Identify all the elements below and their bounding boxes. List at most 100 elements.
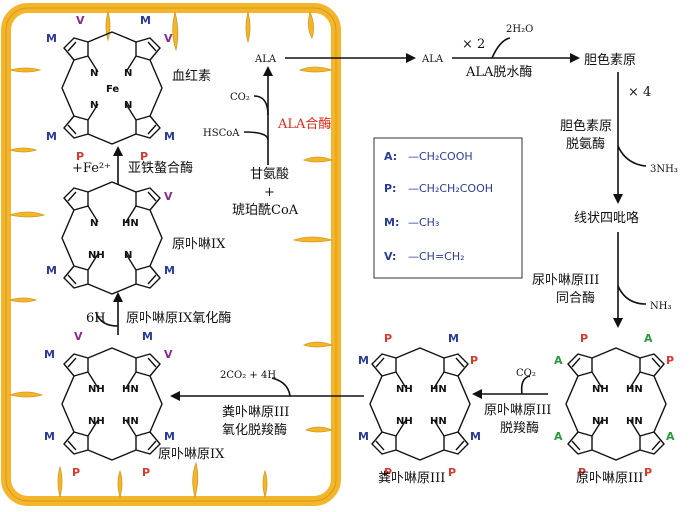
arrow-hscoa <box>243 131 269 141</box>
substituent-m: M <box>470 430 481 443</box>
pbg-deaminase-label-1: 胆色素原 <box>560 118 612 134</box>
substituent-m: M <box>448 332 459 345</box>
coproporphyrinogen-label: 粪卟啉原III <box>378 471 445 486</box>
proto-ix-label: 原卟啉IX <box>172 237 226 252</box>
times2-label: × 2 <box>462 37 485 52</box>
atom-nh: NH <box>396 416 413 427</box>
legend-key-a: A: <box>384 150 397 163</box>
substituent-m: M <box>164 264 175 277</box>
substituent-m: M <box>44 430 55 443</box>
nh3-label: NH₃ <box>650 301 671 312</box>
times4-label: × 4 <box>628 85 651 100</box>
co2-4h-label: 2CO₂ + 4H <box>220 370 276 381</box>
legend-value-a: —CH₂COOH <box>408 150 473 163</box>
hscoa-label: HSCoA <box>203 128 240 139</box>
atom-n: N <box>124 68 132 79</box>
arrow-6h <box>95 311 119 327</box>
uroporphyrinogen-label: 原卟啉原III <box>576 471 643 486</box>
arrow-3nh3 <box>617 145 647 167</box>
six-h-label: 6H <box>86 311 106 326</box>
uro-decarboxylase-label-2: 脱羧酶 <box>500 420 539 436</box>
atom-hn: HN <box>626 384 643 395</box>
atom-hn: HN <box>430 384 447 395</box>
substituent-m: M <box>46 130 57 143</box>
uro-cosynthase-label-2: 同合酶 <box>556 290 595 306</box>
copro-oxidase-label-1: 粪卟啉原III <box>222 405 289 420</box>
pbg-deaminase-label-2: 脱氨酶 <box>566 136 605 152</box>
atom-hn: HN <box>122 218 139 229</box>
substituent-m: M <box>44 348 55 361</box>
uro-decarboxylase-label-1: 原卟啉原III <box>484 403 551 418</box>
substituent-p: P <box>384 332 392 345</box>
atom-n: N <box>90 218 98 229</box>
copro-oxidase-label-2: 氧化脱羧酶 <box>222 422 287 438</box>
substituent-p: P <box>448 466 456 479</box>
coproporphyrinogen-iii-structure: NH HN NH HN P M M P M M P P <box>358 332 481 479</box>
atom-nh: NH <box>396 384 413 395</box>
substituent-p: P <box>666 354 674 367</box>
substituent-p: P <box>384 466 392 479</box>
substituent-m: M <box>46 264 57 277</box>
legend-key-m: M: <box>384 216 399 229</box>
co2-inside-label: CO₂ <box>230 92 250 103</box>
substituent-p: P <box>644 466 652 479</box>
substituent-p: P <box>72 466 80 479</box>
protogen-ix-label: 原卟啉原IX <box>158 447 225 462</box>
substituent-v: V <box>74 330 83 343</box>
substituent-a: A <box>554 354 563 367</box>
atom-hn: HN <box>122 416 139 427</box>
atom-hn: HN <box>430 416 447 427</box>
substituent-p: P <box>580 332 588 345</box>
atom-nh: NH <box>88 416 105 427</box>
atom-nh: NH <box>592 416 609 427</box>
linear-tetrapyrrole-label: 线状四吡咯 <box>574 211 639 226</box>
arrow-2co2-4h <box>271 377 291 397</box>
heme-structure: N N N N Fe V M M V M M P P <box>46 14 175 163</box>
atom-nh: NH <box>88 384 105 395</box>
substituent-v: V <box>76 14 85 27</box>
substituent-p: P <box>76 150 84 163</box>
three-nh3-label: 3NH₃ <box>650 164 678 175</box>
substituent-v: V <box>164 348 173 361</box>
substituent-m: M <box>164 130 175 143</box>
uroporphyrinogen-iii-structure: NH HN NH HN P A A P A A P P <box>554 332 675 479</box>
h2o-label: 2H₂O <box>506 24 533 35</box>
protoporphyrin-ix-structure: N HN NH N V M M <box>46 181 175 295</box>
uro-cosynthase-label-1: 尿卟啉原III <box>532 273 599 288</box>
substituent-m: M <box>142 330 153 343</box>
porphobilinogen-label: 胆色素原 <box>584 52 636 68</box>
arrow-co2 <box>253 95 269 116</box>
arrow-co2-out <box>520 375 531 395</box>
substituent-a: A <box>666 430 675 443</box>
atom-nh: NH <box>88 250 105 261</box>
substituent-v: V <box>164 32 173 45</box>
arrow-h2o <box>491 37 511 59</box>
succinyl-coa-label: 琥珀酰CoA <box>232 203 299 218</box>
substituent-p: P <box>142 466 150 479</box>
legend-value-m: —CH₃ <box>408 216 439 229</box>
substituent-m: M <box>358 354 369 367</box>
substituent-m: M <box>140 14 151 27</box>
ala-dehydratase-label: ALA脱水酶 <box>465 64 532 80</box>
ferrochelatase-label: 亚铁螯合酶 <box>128 160 193 176</box>
substituent-p: P <box>578 466 586 479</box>
atom-nh: NH <box>592 384 609 395</box>
legend-key-p: P: <box>384 182 396 195</box>
fe-ion-label: +Fe²⁺ <box>72 161 111 176</box>
substituent-p: P <box>470 354 478 367</box>
ala-outside-label: ALA <box>421 54 444 65</box>
substituent-p: P <box>140 150 148 163</box>
atom-n: N <box>124 250 132 261</box>
legend-value-p: —CH₂CH₂COOH <box>408 182 493 195</box>
substituent-v: V <box>164 190 173 203</box>
atom-n: N <box>90 100 98 111</box>
heme-label: 血红素 <box>172 68 211 84</box>
legend-key-v: V: <box>384 250 396 263</box>
atom-fe: Fe <box>106 84 119 95</box>
mitochondrion <box>1 3 341 506</box>
substituent-legend: A: —CH₂COOH P: —CH₂CH₂COOH M: —CH₃ V: —C… <box>373 137 523 279</box>
atom-n: N <box>90 68 98 79</box>
substituent-m: M <box>46 32 57 45</box>
